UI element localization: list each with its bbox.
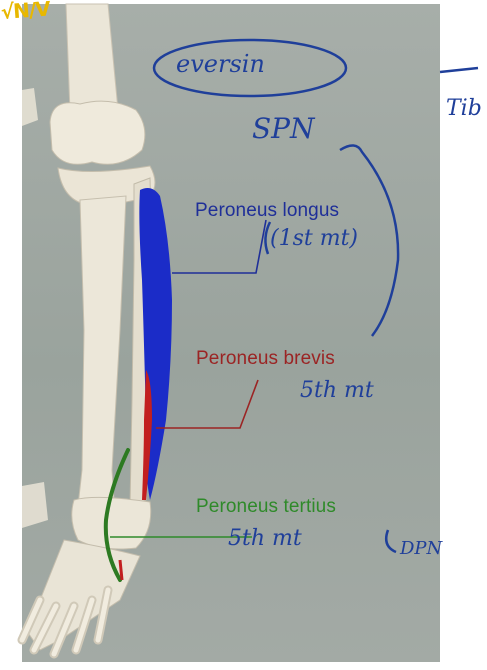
tertius-insertion-note: 5th mt [228,526,302,551]
brevis-insertion-note: 5th mt [300,378,374,403]
brevis-leader-line [156,380,258,428]
tendon-red-tip [120,560,122,580]
peroneus-longus-label: Peroneus longus [195,200,339,222]
tibia [78,196,126,506]
ankle [72,497,151,549]
left-fragment-bottom [22,482,48,528]
eversion-note: eversin [176,50,265,78]
peroneus-brevis-label: Peroneus brevis [196,348,335,370]
right-edge-tick [440,68,478,72]
dpn-hook [386,530,396,552]
peroneus-tertius-label: Peroneus tertius [196,496,336,518]
knee-joint [50,101,145,164]
corner-mark: √N/V [0,0,50,24]
dpn-note: DPN [400,538,442,559]
right-edge-note: Tib [446,96,482,121]
longus-leader-line [172,220,266,273]
femur [66,4,118,112]
left-fragment-top [22,88,38,126]
spn-note: SPN [252,112,315,145]
longus-insertion-note: (1st mt) [270,226,358,251]
